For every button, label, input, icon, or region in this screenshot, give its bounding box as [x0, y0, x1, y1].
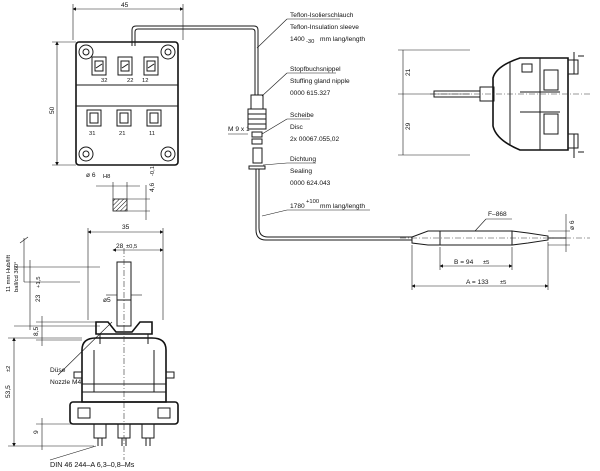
dim-hole-tol: H8 — [103, 174, 110, 180]
callout-sleeve-de: Teflon-Isolierschlauch — [290, 12, 354, 19]
callout-seal-no: 0000 624.043 — [290, 180, 331, 187]
terminal-32: 32 — [91, 56, 107, 84]
callout-nozzle-en: Nozzle M4 — [50, 379, 81, 386]
dim-total-h-tol: ±2 — [6, 366, 12, 372]
callout-cap-tol: +100 — [306, 199, 319, 205]
callout-cap-len: 1780 — [290, 203, 305, 210]
terminal-22: 22 — [117, 56, 133, 84]
dim-shaft-offset: 28 — [116, 243, 124, 250]
dim-B-tol: ±5 — [483, 260, 489, 266]
callout-sleeve-en: Teflon-Insulation sleeve — [290, 24, 359, 31]
callout-disc-de: Scheibe — [290, 112, 314, 119]
callout-nozzle-de: Düse — [50, 367, 66, 374]
dim-shaft-len-tol: +1,5 — [36, 277, 42, 288]
elevation-view: 35 28 ±0,5 11 mm Hub/lift ball/cd 360° 2… — [5, 224, 179, 469]
callouts: Teflon-Isolierschlauch Teflon-Insulation… — [228, 12, 370, 217]
dim-shaft-offset-tol: ±0,5 — [126, 244, 137, 250]
dim-body-width: 35 — [122, 224, 130, 231]
dim-right-top: 21 — [405, 68, 412, 76]
callout-seal-de: Dichtung — [290, 156, 316, 163]
callout-thread: M 9 x 1 — [228, 126, 250, 133]
terminal-21: 21 — [116, 109, 132, 137]
dim-base-h: 9 — [33, 430, 40, 434]
svg-text:22: 22 — [127, 78, 133, 84]
dim-total-h: 53,5 — [5, 385, 12, 398]
svg-text:21: 21 — [119, 131, 125, 137]
callout-cap-unit: mm lang/length — [320, 203, 365, 210]
callout-disc-no: 2x 00067.055,02 — [290, 136, 339, 143]
terminal-11: 11 — [146, 109, 162, 137]
callout-gland-no: 0000 615.327 — [290, 90, 331, 97]
callout-gland-de: Stopfbuchsnippel — [290, 66, 341, 73]
terminal-31: 31 — [86, 109, 102, 137]
sensor-bulb: F–868 ø 6 B = 94 ±5 A = 133 ±5 — [400, 211, 590, 290]
side-view: 21 29 — [398, 49, 590, 158]
dim-left-height: 50 — [49, 106, 56, 114]
callout-seal-en: Sealing — [290, 168, 312, 175]
capillary-routing — [131, 25, 412, 241]
callout-sleeve-len: 1400 — [290, 36, 305, 43]
dim-hole-depth: 4,6 — [149, 183, 156, 192]
dim-shaft-len: 23 — [35, 294, 42, 302]
dim-A: A = 133 — [466, 279, 489, 286]
dim-top-width: 45 — [121, 2, 129, 9]
callout-disc-en: Disc — [290, 124, 304, 131]
dim-hole-depth-tol: -0,1 — [150, 166, 156, 176]
svg-text:11: 11 — [149, 131, 155, 137]
dim-B: B = 94 — [454, 259, 474, 266]
svg-text:32: 32 — [101, 78, 107, 84]
terminal-12: 12 — [142, 56, 159, 84]
dim-bulb-material: F–868 — [488, 211, 507, 218]
svg-text:31: 31 — [89, 131, 95, 137]
dim-A-tol: ±5 — [500, 280, 506, 286]
svg-text:12: 12 — [142, 78, 148, 84]
dim-right-bottom: 29 — [405, 122, 412, 130]
standard-label: DIN 46 244–A 6,3–0,8–Ms — [50, 460, 135, 469]
label-angle: ball/cd 360° — [14, 262, 20, 292]
callout-sleeve-unit: mm lang/length — [320, 36, 365, 43]
callout-sleeve-tol: -30 — [306, 39, 314, 45]
label-stroke: 11 mm Hub/lift — [6, 255, 12, 292]
dim-shaft-dia: ø5 — [103, 297, 111, 304]
dim-flange-h: 8,5 — [33, 327, 40, 336]
dim-bulb-dia: ø 6 — [569, 220, 576, 230]
terminal-front-view: 45 50 32 22 12 — [49, 2, 184, 166]
dim-hole-dia: ø 6 — [86, 172, 96, 179]
callout-gland-en: Stuffing gland nipple — [290, 78, 350, 85]
hole-detail: ø 6 H8 4,6 -0,1 — [86, 166, 156, 220]
